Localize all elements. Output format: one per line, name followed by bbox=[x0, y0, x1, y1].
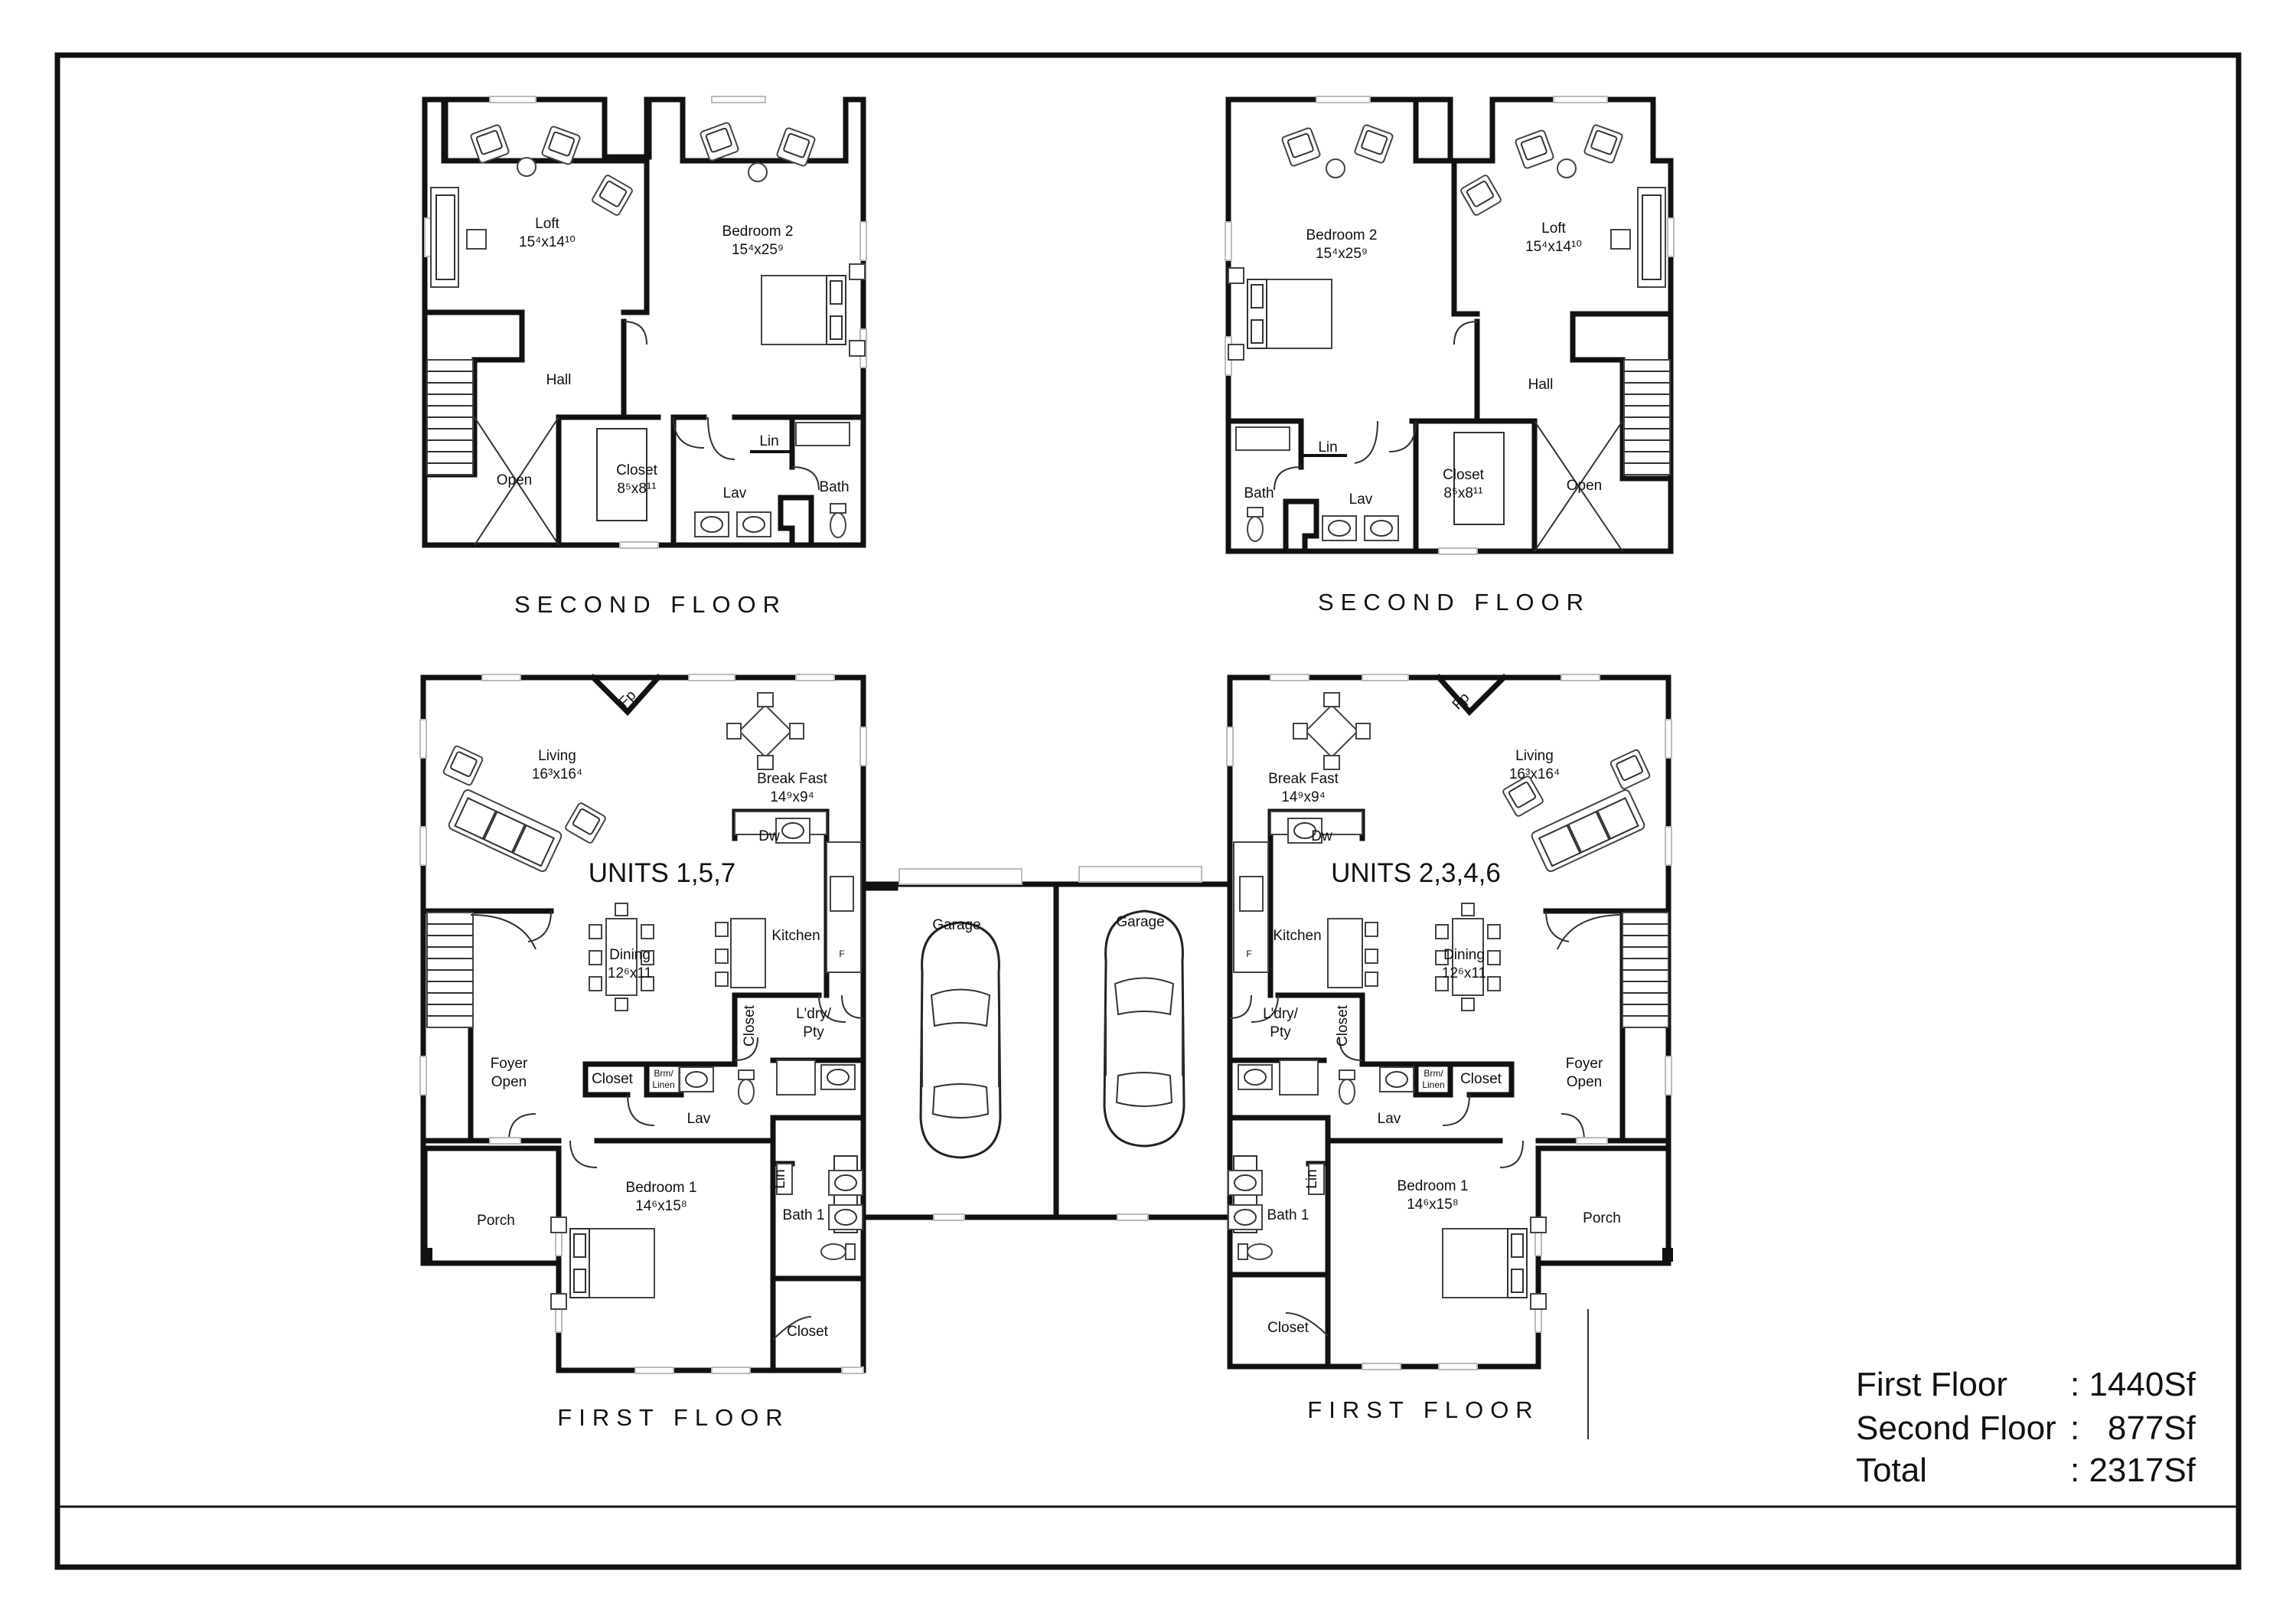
room-label-lav: Lav bbox=[1349, 491, 1373, 508]
unit-label-left: UNITS 1,5,7 bbox=[589, 858, 736, 888]
room-label-hall: Hall bbox=[1528, 377, 1554, 393]
floor-title-first-right: FIRST FLOOR bbox=[1307, 1396, 1539, 1423]
room-label-loft: Loft bbox=[535, 216, 559, 232]
appliance-label-dw: Dw bbox=[1311, 828, 1332, 844]
summary-label-total: Total bbox=[1856, 1452, 1927, 1489]
room-label-laundry: L'dry/ bbox=[796, 1006, 832, 1022]
summary-value-second-floor: : 877Sf bbox=[2070, 1409, 2197, 1447]
room-label-closet-kitchen: Closet bbox=[1335, 1004, 1351, 1047]
room-label-breakfast: Break Fast bbox=[757, 771, 828, 787]
room-dim-bedroom2: 15⁴x25⁹ bbox=[732, 242, 784, 258]
room-label-porch: Porch bbox=[1583, 1210, 1621, 1226]
room-label-lin: Lin bbox=[1318, 439, 1337, 456]
room-label-foyer: Foyer bbox=[491, 1056, 528, 1072]
room-dim-breakfast: 14⁹x9⁴ bbox=[770, 789, 814, 805]
room-label-dining: Dining bbox=[609, 947, 651, 963]
room-dim-dining: 12⁶x11 bbox=[608, 965, 652, 981]
unit-label-right: UNITS 2,3,4,6 bbox=[1331, 858, 1501, 888]
summary-value-total: : 2317Sf bbox=[2070, 1452, 2197, 1489]
summary-value-first-floor: : 1440Sf bbox=[2070, 1366, 2197, 1403]
room-label-foyer-open: Open bbox=[491, 1074, 527, 1090]
sheet-border bbox=[54, 52, 2242, 1570]
room-label-garage-right: Garage bbox=[1116, 914, 1164, 930]
room-label-open: Open bbox=[1567, 478, 1602, 494]
appliance-label-dw: Dw bbox=[758, 828, 780, 844]
room-label-loft: Loft bbox=[1541, 220, 1566, 237]
right-unit bbox=[899, 96, 1675, 1439]
room-dim-loft: 15⁴x14¹⁰ bbox=[1525, 239, 1582, 255]
room-label-living: Living bbox=[538, 748, 576, 764]
room-label-laundry: L'dry/ bbox=[1263, 1006, 1299, 1022]
right-first-floor bbox=[1053, 674, 1673, 1439]
room-label-bedroom2: Bedroom 2 bbox=[722, 224, 794, 240]
left-second-floor bbox=[422, 96, 867, 549]
room-label-pantry: Pty bbox=[1270, 1024, 1291, 1040]
room-dim-loft: 15⁴x14¹⁰ bbox=[519, 234, 576, 250]
room-dim-closet: 8⁵x8¹¹ bbox=[617, 481, 656, 497]
room-label-foyer-open: Open bbox=[1567, 1074, 1602, 1090]
room-label-linen: Linen bbox=[1422, 1079, 1444, 1090]
room-dim-bedroom1: 14⁶x15⁸ bbox=[635, 1198, 687, 1214]
room-label-lav: Lav bbox=[1378, 1111, 1401, 1127]
floor-title-first-left: FIRST FLOOR bbox=[557, 1404, 789, 1431]
room-label-brm: Brm/ bbox=[1424, 1068, 1443, 1079]
room-label-bedroom1: Bedroom 1 bbox=[1397, 1178, 1469, 1194]
room-label-closet: Closet bbox=[1443, 467, 1485, 483]
room-label-kitchen: Kitchen bbox=[1273, 928, 1321, 944]
right-second-floor bbox=[1225, 96, 1675, 555]
room-label-closet-foyer: Closet bbox=[592, 1071, 634, 1087]
room-label-lin: Lin bbox=[1304, 1169, 1320, 1188]
room-dim-breakfast: 14⁹x9⁴ bbox=[1281, 789, 1326, 805]
room-dim-bedroom1: 14⁶x15⁸ bbox=[1407, 1197, 1459, 1213]
room-label-porch: Porch bbox=[477, 1213, 515, 1229]
room-label-bath1: Bath 1 bbox=[1267, 1207, 1309, 1223]
room-label-linen: Linen bbox=[652, 1079, 674, 1090]
left-unit bbox=[419, 96, 1059, 1374]
room-label-pantry: Pty bbox=[803, 1024, 824, 1040]
room-label-bath: Bath bbox=[1244, 485, 1274, 501]
floor-title-second-left: SECOND FLOOR bbox=[514, 591, 787, 618]
summary-label-first-floor: First Floor bbox=[1856, 1366, 2007, 1403]
area-summary: First Floor : 1440Sf Second Floor : 877S… bbox=[1856, 1366, 2197, 1489]
appliance-label-f: F bbox=[839, 949, 844, 959]
room-dim-living: 16³x16⁴ bbox=[532, 766, 582, 782]
room-label-bath1: Bath 1 bbox=[783, 1207, 825, 1223]
room-label-lav: Lav bbox=[687, 1111, 711, 1127]
room-label-closet-bedroom: Closet bbox=[787, 1324, 829, 1340]
room-label-closet-bedroom: Closet bbox=[1267, 1320, 1309, 1336]
room-label-foyer: Foyer bbox=[1566, 1056, 1603, 1072]
room-dim-dining: 12⁶x11 bbox=[1442, 965, 1486, 981]
summary-label-second-floor: Second Floor bbox=[1856, 1409, 2056, 1447]
room-label-bedroom1: Bedroom 1 bbox=[626, 1180, 697, 1196]
room-dim-closet: 8⁵x8¹¹ bbox=[1443, 485, 1482, 501]
room-dim-bedroom2: 15⁴x25⁹ bbox=[1316, 246, 1368, 262]
appliance-label-f: F bbox=[1246, 949, 1251, 959]
room-label-dining: Dining bbox=[1443, 947, 1485, 963]
room-dim-living: 16³x16⁴ bbox=[1509, 766, 1560, 782]
room-label-breakfast: Break Fast bbox=[1268, 771, 1339, 787]
room-label-garage-left: Garage bbox=[932, 917, 980, 933]
room-label-lav: Lav bbox=[723, 485, 747, 501]
room-label-hall: Hall bbox=[546, 372, 572, 388]
left-first-floor bbox=[419, 674, 1059, 1374]
room-label-closet: Closet bbox=[616, 462, 658, 478]
room-label-brm: Brm/ bbox=[654, 1068, 673, 1079]
room-label-open: Open bbox=[497, 472, 532, 488]
room-label-bath: Bath bbox=[819, 479, 849, 495]
room-label-kitchen: Kitchen bbox=[771, 928, 820, 944]
room-label-lin: Lin bbox=[772, 1169, 788, 1188]
room-label-lin: Lin bbox=[759, 433, 778, 449]
floor-title-second-right: SECOND FLOOR bbox=[1318, 589, 1590, 616]
room-label-living: Living bbox=[1515, 748, 1554, 764]
room-label-closet-foyer: Closet bbox=[1460, 1071, 1502, 1087]
room-label-closet-kitchen: Closet bbox=[742, 1004, 758, 1047]
room-label-bedroom2: Bedroom 2 bbox=[1306, 227, 1378, 243]
